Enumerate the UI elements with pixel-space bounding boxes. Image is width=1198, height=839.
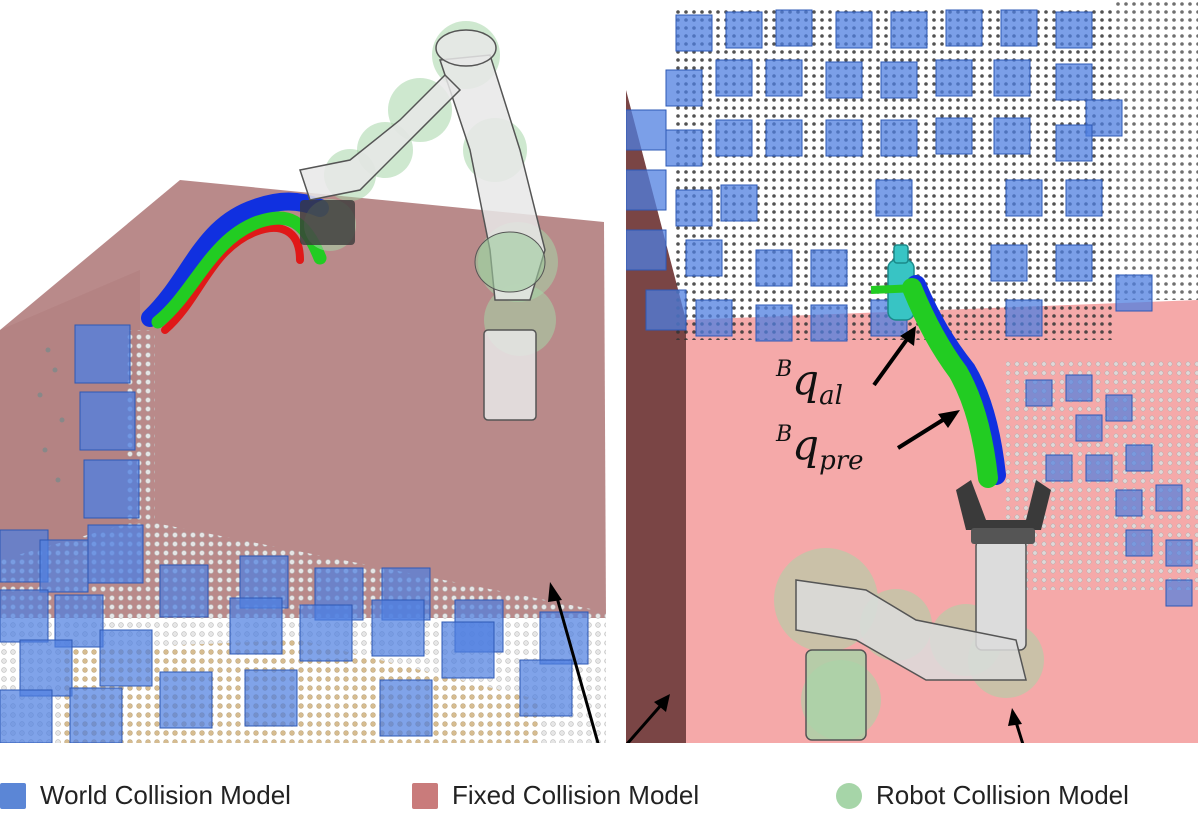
- annotation-arrow-q-al: [872, 326, 916, 387]
- world-collision-boxes-floor-right: [1025, 374, 1193, 607]
- legend-swatch-fixed: [412, 782, 438, 809]
- trajectory-right: [870, 275, 1006, 488]
- legend-label-world: World Collision Model: [40, 780, 291, 810]
- scattered-points: [37, 347, 65, 483]
- label-q-al-superscript: B: [776, 357, 793, 382]
- label-q-al: Bqal: [776, 355, 843, 411]
- legend-swatch-robot: [836, 782, 862, 809]
- label-q-pre-superscript: B: [776, 422, 793, 447]
- world-collision-boxes-wall: [74, 324, 144, 584]
- legend-pointer-arrow-fixed-right: [626, 694, 670, 743]
- label-q-al-symbol: q: [792, 355, 820, 404]
- left-scene-drawing: [0, 21, 606, 743]
- world-collision-boxes-shelf: [626, 9, 1153, 342]
- legend-swatch-world: [0, 782, 26, 809]
- trajectory-blue: [141, 192, 329, 327]
- legend-label-robot: Robot Collision Model: [876, 780, 1129, 810]
- legend-pointer-arrow-robot: [1008, 708, 1025, 743]
- label-q-pre-symbol: q: [792, 420, 820, 469]
- legend-item-robot: Robot Collision Model: [836, 780, 1129, 811]
- legend: World Collision Model Fixed Collision Mo…: [0, 760, 1198, 839]
- left-scene-panel: [0, 0, 622, 743]
- right-scene-drawing: [626, 0, 1198, 743]
- robot-arm-left: [299, 21, 558, 421]
- robot-arm-right: [774, 480, 1051, 741]
- legend-item-fixed: Fixed Collision Model: [412, 780, 699, 811]
- world-collision-boxes-floor: [0, 529, 589, 743]
- legend-label-fixed: Fixed Collision Model: [452, 780, 700, 810]
- right-scene-panel: Bqal Bqpre: [626, 0, 1198, 743]
- trajectory-red: [161, 224, 304, 334]
- label-q-al-subscript: al: [819, 381, 843, 411]
- label-q-pre: Bqpre: [776, 420, 864, 476]
- legend-pointer-arrow-fixed-left: [548, 582, 600, 743]
- legend-item-world: World Collision Model: [0, 780, 291, 811]
- annotation-arrow-q-pre: [896, 410, 960, 450]
- label-q-pre-subscript: pre: [819, 446, 864, 476]
